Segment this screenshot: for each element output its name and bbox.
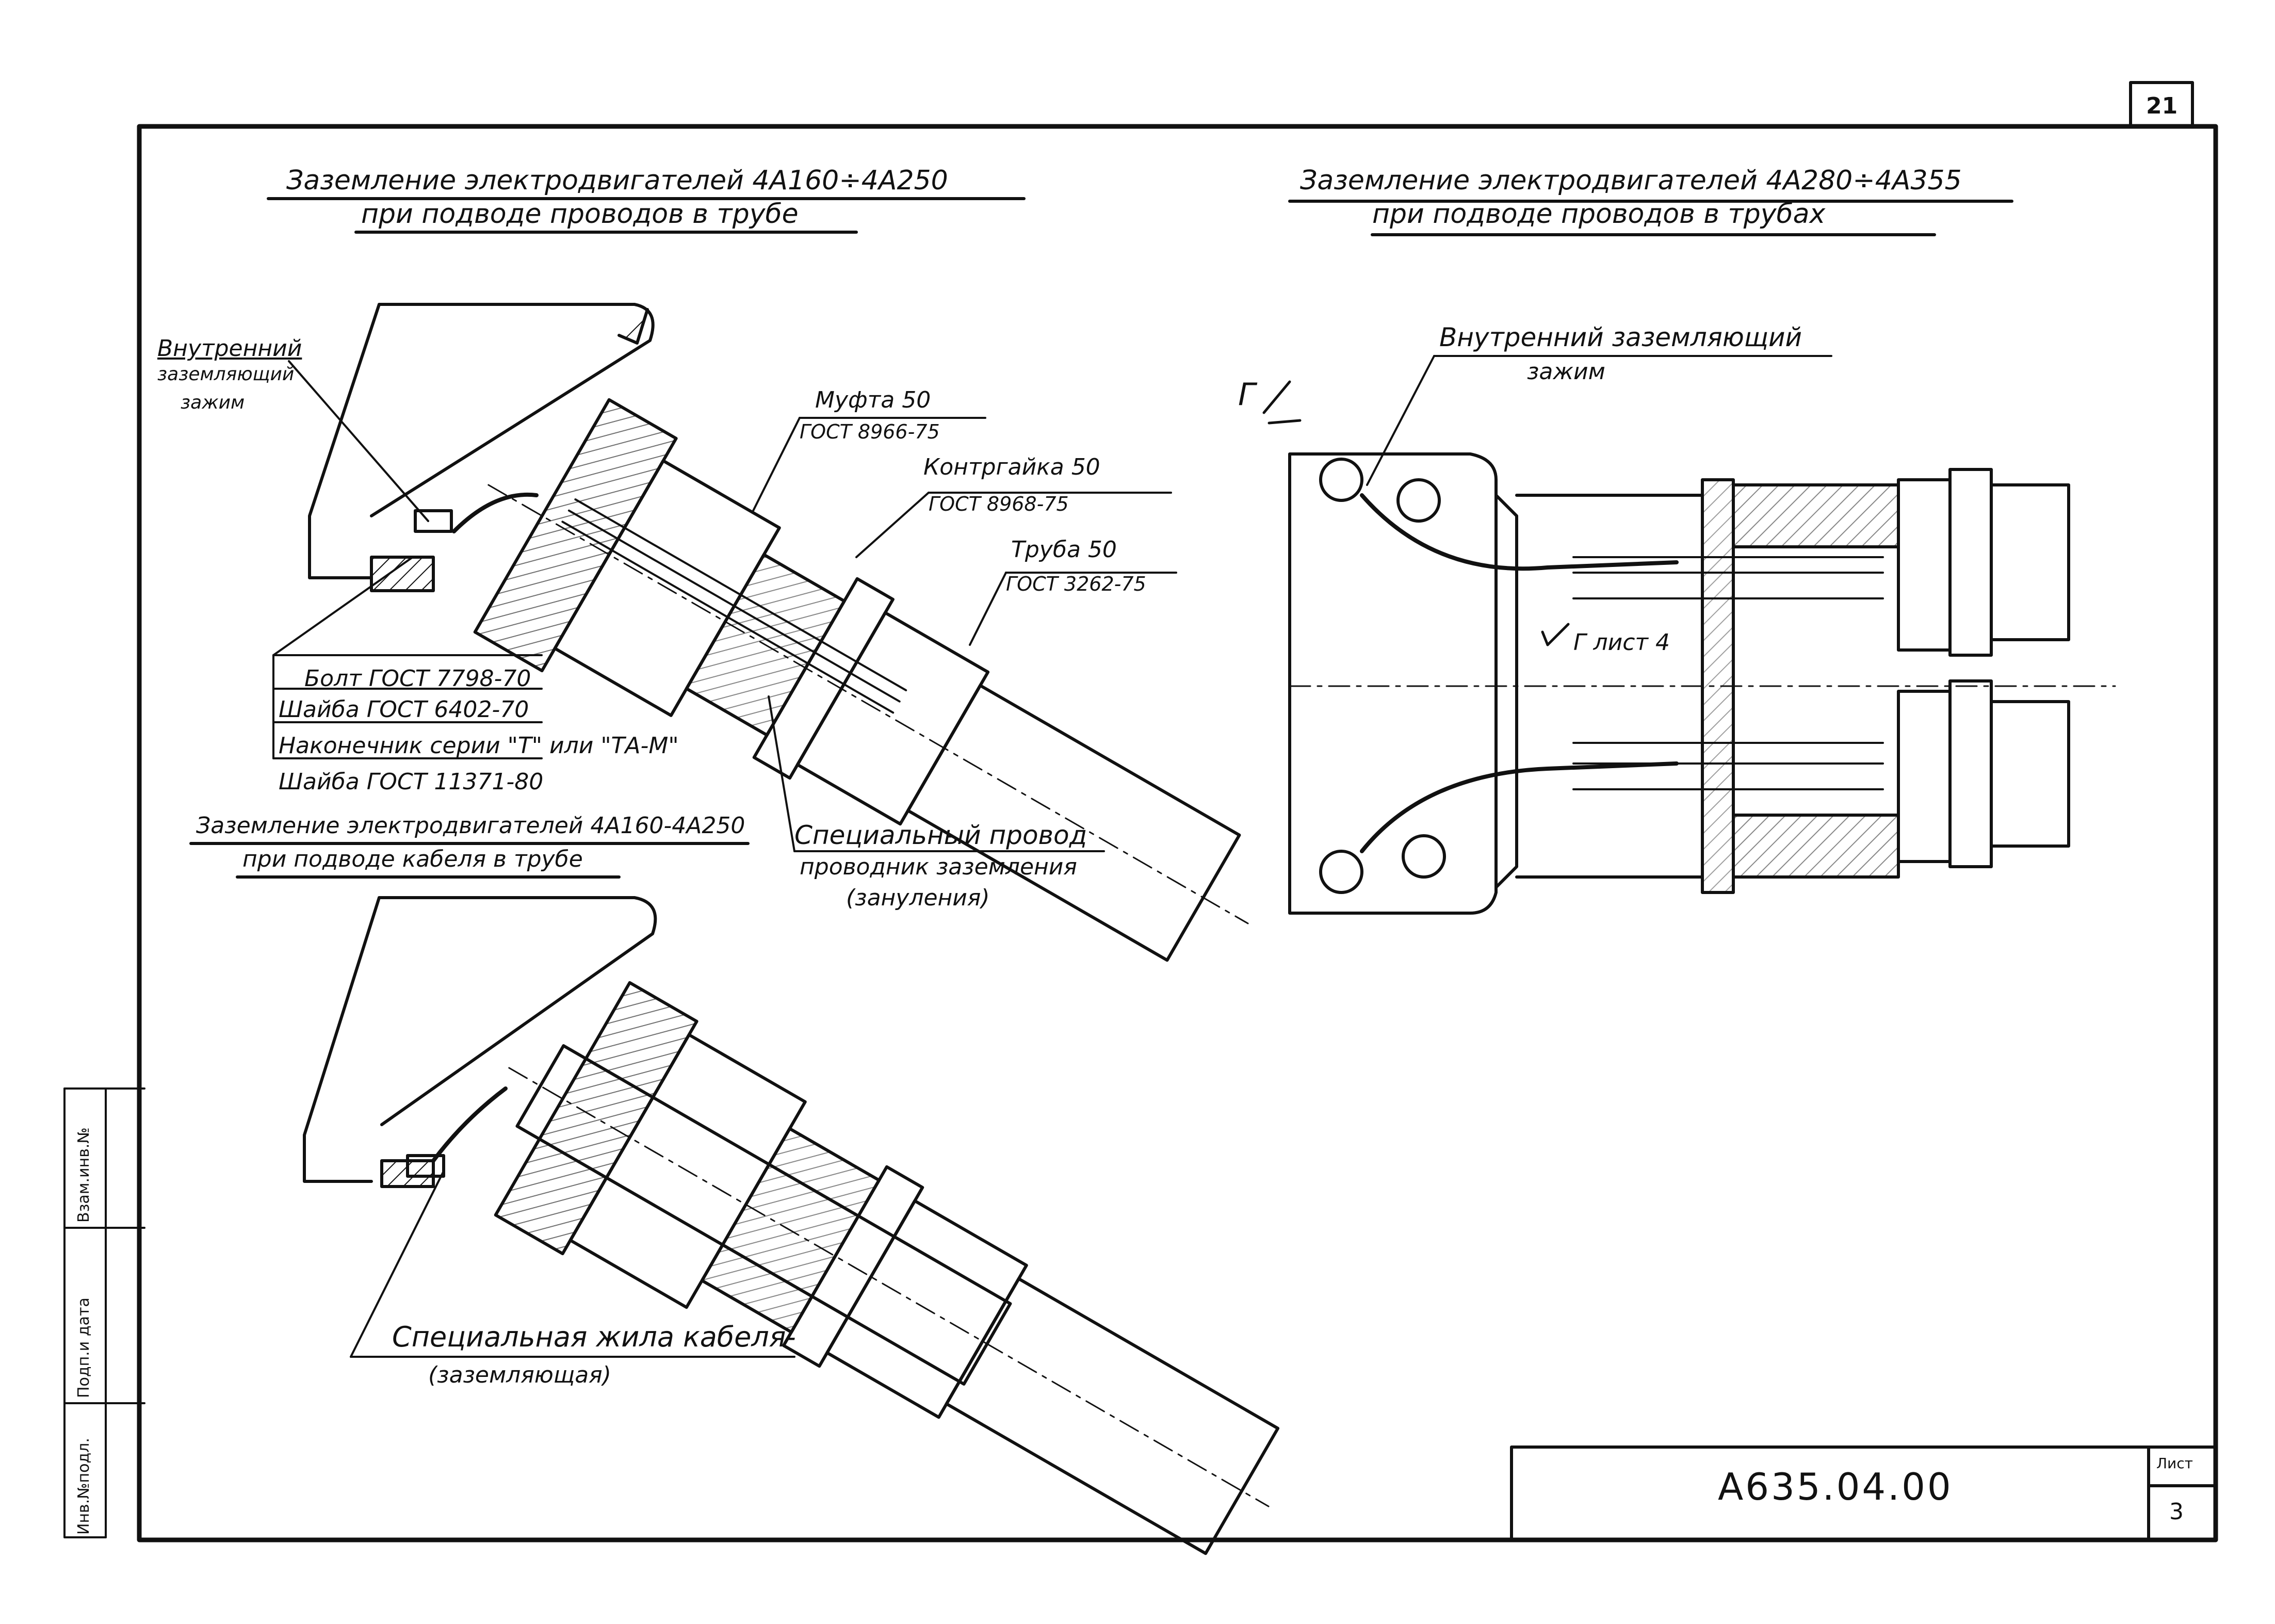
page-number-box	[2129, 81, 2194, 128]
stamp-replaces: Взам.инв.№	[75, 1127, 93, 1223]
view-reference: Г лист 4	[1573, 629, 1670, 656]
label-coupling-1: Муфта 50	[815, 387, 931, 413]
left-bottom-motor-drawing	[189, 842, 1280, 1555]
sheet-number: 3	[2169, 1499, 2184, 1525]
drawing-code: А635.04.00	[1718, 1465, 1953, 1508]
sheet-label: Лист	[2156, 1455, 2193, 1472]
sheet-frame	[137, 124, 2218, 1542]
label-special-wire-1: Специальный провод	[794, 820, 1087, 850]
label-pipe-2: ГОСТ 3262-75	[1006, 573, 1146, 595]
label-locknut-1: Контргайка 50	[923, 454, 1100, 480]
label-lug: Наконечник серии "Т" или "ТА-М"	[279, 733, 679, 759]
right-label-inner-clamp-1: Внутренний заземляющий	[1439, 322, 1802, 352]
stamp-inventory: Инв.№подл.	[75, 1438, 93, 1535]
label-coupling-2: ГОСТ 8966-75	[800, 420, 940, 443]
label-washer2: Шайба ГОСТ 11371-80	[279, 769, 544, 795]
left-top-title-line1: Заземление электродвигателей 4А160÷4А250	[286, 165, 948, 196]
label-special-wire-3: (зануления)	[846, 885, 990, 911]
left-bottom-title-line2: при подводе кабеля в трубе	[242, 846, 583, 872]
right-title-line1: Заземление электродвигателей 4А280÷4А355	[1300, 165, 1962, 196]
right-motor-drawing	[1262, 200, 2116, 915]
label-pipe-1: Труба 50	[1011, 537, 1117, 563]
title-block	[1510, 1446, 2217, 1541]
right-title-line2: при подводе проводов в трубах	[1372, 199, 1826, 230]
label-locknut-2: ГОСТ 8968-75	[929, 493, 1069, 515]
label-bolt: Болт ГОСТ 7798-70	[304, 665, 531, 692]
left-top-title-line2: при подводе проводов в трубе	[361, 199, 799, 230]
label-inner-clamp-3: зажим	[181, 392, 245, 413]
left-top-motor-drawing	[267, 197, 1249, 962]
label-special-wire-2: проводник заземления	[800, 854, 1077, 880]
label-cable-core-2: (заземляющая)	[428, 1362, 611, 1388]
page-number: 21	[2146, 93, 2178, 119]
side-stamp	[63, 1087, 145, 1538]
left-bottom-title-line1: Заземление электродвигателей 4А160-4А250	[196, 813, 745, 839]
label-inner-clamp-2: заземляющий	[157, 364, 295, 385]
stamp-signature-date: Подп.и дата	[75, 1297, 93, 1398]
right-label-inner-clamp-2: зажим	[1527, 359, 1605, 385]
view-mark: Г	[1238, 377, 1256, 413]
label-cable-core-1: Специальная жила кабеля-	[392, 1321, 796, 1353]
label-washer1: Шайба ГОСТ 6402-70	[279, 696, 529, 723]
label-inner-clamp-1: Внутренний	[157, 335, 302, 362]
